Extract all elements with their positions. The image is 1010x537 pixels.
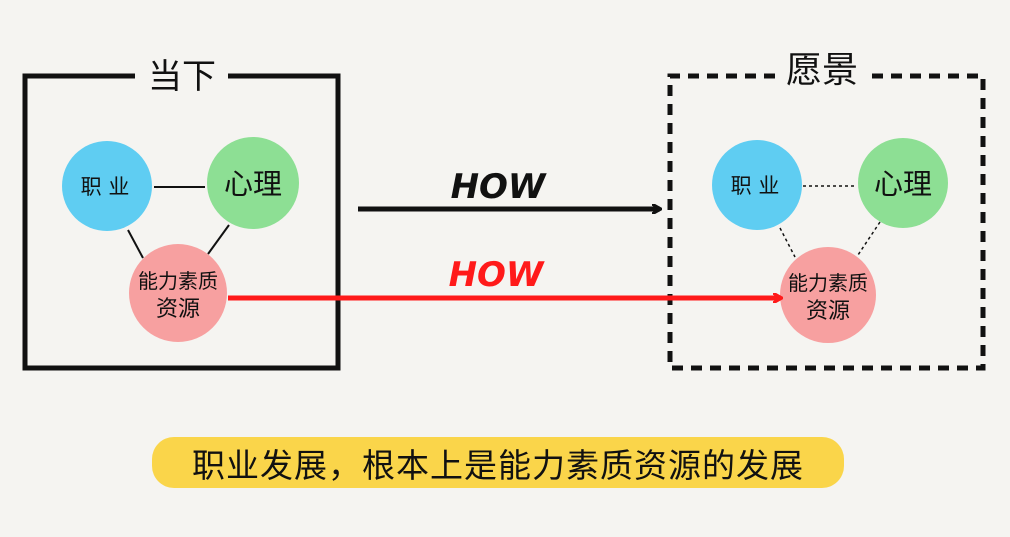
caption-text: 职业发展，根本上是能力素质资源的发展 xyxy=(192,445,804,485)
how-label-top: HOW xyxy=(451,167,547,207)
how-label-bottom: HOW xyxy=(449,255,545,295)
ability-label: 能力素质 xyxy=(138,269,218,293)
connector-line xyxy=(857,221,881,256)
career-node xyxy=(712,140,802,230)
connector-line xyxy=(779,227,796,258)
caption-highlight: 职业发展，根本上是能力素质资源的发展 xyxy=(152,437,844,488)
career-label: 职 业 xyxy=(81,175,130,199)
ability-label: 能力素质 xyxy=(788,271,868,295)
career-node xyxy=(62,141,152,231)
connector-line xyxy=(207,224,230,255)
connector-line xyxy=(127,229,144,259)
resource-label: 资源 xyxy=(806,299,850,324)
psychology-node xyxy=(858,138,948,228)
psychology-label: 心理 xyxy=(874,167,932,201)
psychology-label: 心理 xyxy=(224,167,282,201)
career-label: 职 业 xyxy=(731,174,780,198)
current-state-box: 当下 职 业 心理 能力素质 资源 xyxy=(22,57,341,371)
current-title: 当下 xyxy=(148,57,216,97)
how-arrow-black: HOW xyxy=(358,167,660,209)
how-arrow-red: HOW xyxy=(228,255,781,298)
vision-title: 愿景 xyxy=(786,50,858,91)
psychology-node xyxy=(207,137,299,229)
resource-label: 资源 xyxy=(156,297,200,322)
ability-resource-node xyxy=(780,247,876,343)
ability-resource-node xyxy=(129,244,227,342)
vision-box: 愿景 职 业 心理 能力素质 资源 xyxy=(667,50,986,371)
